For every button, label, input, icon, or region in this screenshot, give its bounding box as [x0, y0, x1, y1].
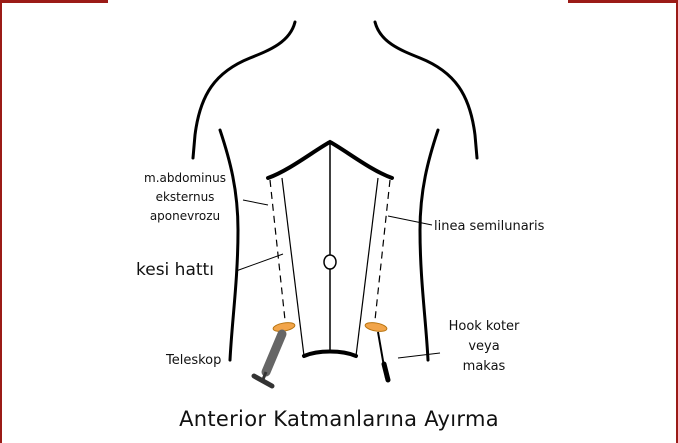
- telescope-shaft: [266, 334, 282, 372]
- ext-label-line2: eksternus: [127, 190, 243, 205]
- ext-label-line3: aponevrozu: [127, 209, 243, 224]
- left-flank-outline: [220, 130, 238, 360]
- right-shoulder-outline: [375, 22, 477, 158]
- incision-line-label: kesi hattı: [136, 260, 214, 280]
- hook-cautery-label: Hook koter veya makas: [436, 318, 532, 375]
- incision-leader: [236, 254, 283, 271]
- figure-title: Anterior Katmanlarına Ayırma: [0, 407, 678, 431]
- pubic-arch: [304, 352, 356, 357]
- right-dashed-line: [375, 180, 390, 320]
- left-dashed-line: [270, 180, 285, 320]
- ext-label-line1: m.abdominus: [127, 171, 243, 186]
- right-port-incision: [364, 321, 387, 333]
- ext-leader: [243, 200, 268, 205]
- linea-leader: [388, 216, 432, 225]
- ext-aponeurosis-label: m.abdominus eksternus aponevrozu: [127, 171, 243, 224]
- hook-leader: [398, 353, 440, 358]
- umbilicus: [324, 255, 336, 269]
- telescope-label: Teleskop: [166, 352, 221, 369]
- hook-instrument-handle: [384, 364, 388, 380]
- hook-label-line3: makas: [436, 358, 532, 375]
- linea-semilunaris-label: linea semilunaris: [434, 218, 544, 235]
- hook-label-line2: veya: [436, 338, 532, 355]
- left-shoulder-outline: [193, 22, 295, 158]
- hook-label-line1: Hook koter: [436, 318, 532, 335]
